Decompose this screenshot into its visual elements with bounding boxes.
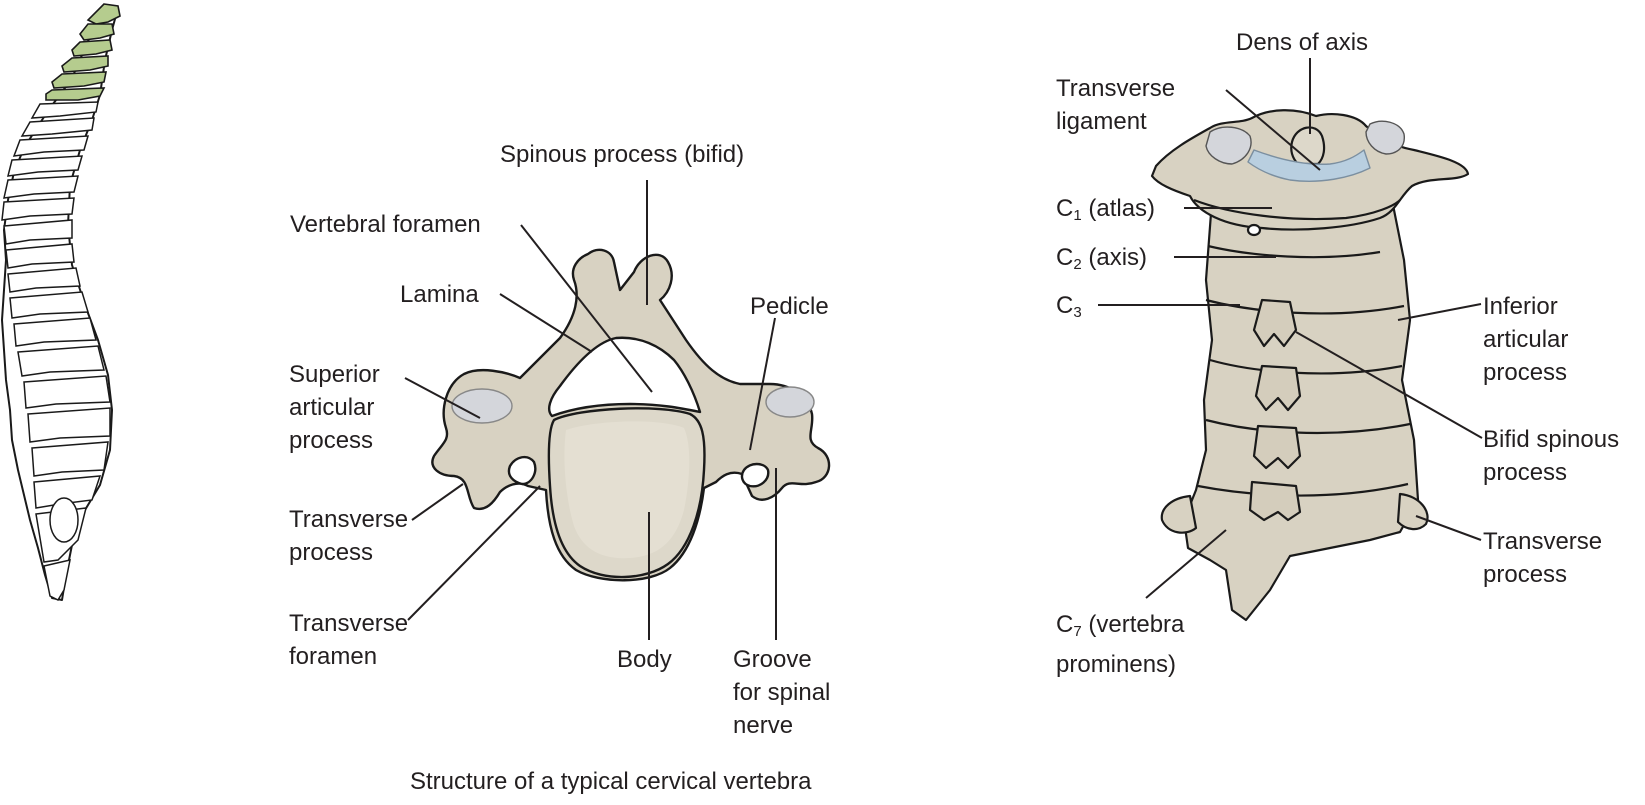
label-c1-atlas: C1 (atlas)	[1056, 192, 1155, 232]
column-leader-lines	[1098, 58, 1483, 599]
figure-caption: Structure of a typical cervical vertebra	[410, 768, 812, 795]
left-superior-facet	[1205, 126, 1252, 165]
label-line: Groove	[733, 646, 812, 673]
cervical-region-highlight	[45, 3, 121, 101]
label-c2-axis: C2 (axis)	[1056, 241, 1147, 281]
label-line: nerve	[733, 712, 794, 739]
label-spinous-process: Spinous process (bifid)	[500, 141, 745, 168]
label-line: Transverse	[289, 610, 409, 637]
label-line: process	[1483, 359, 1568, 386]
label-transverse-ligament: Transverse ligament	[1056, 72, 1175, 138]
label-transverse-process: Transverse process	[289, 503, 408, 569]
spinous-process-c3	[1252, 298, 1298, 348]
left-transverse-foramen	[507, 455, 537, 486]
label-line: Inferior	[1483, 293, 1558, 320]
label-line: process	[289, 427, 374, 454]
leader-superior-articular	[404, 377, 481, 419]
leader-inferior-articular	[1397, 303, 1482, 321]
right-articular-facet	[765, 386, 815, 418]
label-line: ligament	[1056, 108, 1147, 135]
label-rest: (atlas)	[1081, 195, 1156, 222]
leader-vertebral-foramen	[520, 224, 653, 393]
vertebral-foramen-opening	[548, 336, 702, 418]
leader-transverse-ligament	[1225, 89, 1321, 171]
spine-vertebra-segments	[1, 101, 111, 601]
label-subscript: 3	[1073, 304, 1082, 321]
label-c-letter: C	[1056, 292, 1074, 319]
label-transverse-process-column: Transverse process	[1483, 525, 1602, 591]
label-c-letter: C	[1056, 195, 1074, 222]
c7-right-transverse	[1396, 492, 1429, 531]
leader-transverse-process-column	[1415, 515, 1482, 541]
label-subscript: 7	[1073, 623, 1082, 640]
label-subscript: 1	[1073, 207, 1082, 224]
label-inferior-articular-process: Inferior articular process	[1483, 290, 1568, 389]
dens-of-axis	[1290, 126, 1326, 166]
label-line: Bifid spinous	[1483, 426, 1620, 453]
leader-transverse-foramen	[407, 485, 541, 621]
label-line: Superior	[289, 361, 380, 388]
left-articular-facet	[451, 388, 513, 424]
leader-bifid-spinous	[1295, 331, 1483, 439]
label-c-letter: C	[1056, 244, 1074, 271]
label-rest: (axis)	[1081, 244, 1148, 271]
label-rest: (vertebra	[1081, 611, 1185, 638]
label-bifid-spinous-process: Bifid spinous process	[1483, 423, 1619, 489]
label-line: prominens)	[1056, 651, 1177, 678]
leader-transverse-process	[411, 483, 464, 521]
label-line: Transverse	[1056, 75, 1176, 102]
label-line: process	[1483, 459, 1568, 486]
column-body	[1182, 198, 1420, 622]
label-line: C7 (vertebra	[1056, 608, 1184, 648]
label-groove-spinal-nerve: Groove for spinal nerve	[733, 643, 830, 742]
label-line: process	[1483, 561, 1568, 588]
transverse-ligament-band	[1247, 149, 1371, 182]
label-subscript: 2	[1073, 256, 1082, 273]
label-superior-articular-process: Superior articular process	[289, 358, 380, 457]
label-line: foramen	[289, 643, 378, 670]
c7-left-transverse	[1160, 494, 1198, 534]
label-dens-of-axis: Dens of axis	[1236, 29, 1369, 56]
label-c-letter: C	[1056, 611, 1074, 638]
label-line: articular	[289, 394, 375, 421]
label-line: Transverse	[289, 506, 409, 533]
cervical-vertebra-superior-view	[431, 248, 831, 582]
spinous-process-c6	[1248, 480, 1302, 522]
label-c3: C3	[1056, 289, 1082, 329]
leader-pedicle	[749, 317, 776, 451]
label-lamina: Lamina	[400, 281, 479, 308]
spinous-process-c4	[1254, 364, 1302, 412]
leader-lamina	[499, 293, 593, 353]
right-superior-facet	[1365, 120, 1405, 155]
leader-c7	[1145, 529, 1227, 599]
vertebra-leader-lines	[404, 180, 777, 640]
vertebral-body-inner	[564, 421, 690, 559]
label-vertebral-foramen: Vertebral foramen	[290, 211, 481, 238]
label-transverse-foramen: Transverse foramen	[289, 607, 408, 673]
label-line: process	[289, 539, 374, 566]
cervical-column-posterior-view	[1150, 109, 1470, 622]
label-line: articular	[1483, 326, 1569, 353]
label-body: Body	[617, 646, 672, 673]
label-line: for spinal	[733, 679, 831, 706]
label-c7-vertebra-prominens: C7 (vertebra prominens)	[1056, 608, 1184, 681]
label-line: Transverse	[1483, 528, 1603, 555]
right-transverse-foramen	[740, 462, 770, 488]
spinous-process-c5	[1252, 424, 1302, 470]
label-pedicle: Pedicle	[750, 293, 829, 320]
